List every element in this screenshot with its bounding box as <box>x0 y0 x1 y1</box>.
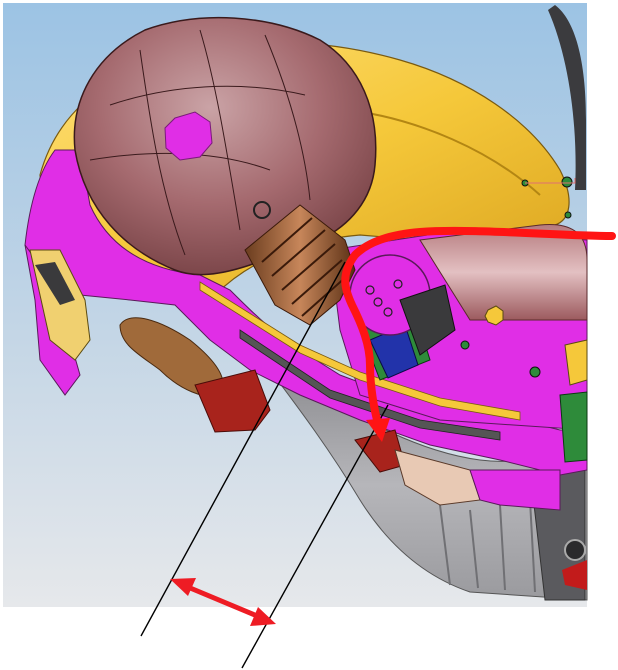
right-green-panel <box>559 391 588 463</box>
fastener-dot-3 <box>561 176 573 188</box>
dark-red-block-left <box>194 369 271 433</box>
right-latch <box>564 339 588 386</box>
gear-hole-4 <box>383 307 393 317</box>
housing-rib <box>439 499 536 593</box>
magenta-section-upper <box>24 149 588 476</box>
dimension-arrowhead-right <box>250 607 276 626</box>
fastener-dot-5 <box>564 211 572 219</box>
dimension-arrow-shaft <box>182 582 263 621</box>
neck-threads <box>261 217 348 317</box>
extension-line-left <box>140 261 346 637</box>
dome-small-hole <box>253 201 271 219</box>
gear-hole-2 <box>393 279 403 289</box>
red-flow-arrowhead <box>366 418 390 442</box>
pink-guide-line <box>525 178 576 184</box>
fastener-dot-2 <box>529 366 541 378</box>
magenta-bracket-right <box>469 469 561 511</box>
dark-gear-housing <box>399 284 456 356</box>
inner-dark-rail <box>239 329 501 441</box>
cream-bracket-left <box>394 449 481 506</box>
gear-hole-1 <box>365 285 375 295</box>
dimension-arrowhead-left <box>170 578 196 596</box>
yellow-octagon-fastener <box>484 305 504 326</box>
gear-hole-3 <box>373 297 383 307</box>
inner-yellow-rail <box>199 281 521 421</box>
dome-seam-1 <box>109 85 306 106</box>
dome-seam-4 <box>264 34 311 201</box>
housing-bolt <box>564 539 586 561</box>
red-flow-path <box>341 226 616 427</box>
housing-red-detail <box>562 560 587 590</box>
dome-seam-3 <box>199 29 241 231</box>
background-arm-arc <box>548 5 586 190</box>
yellow-shell-rim <box>349 109 541 196</box>
dome-seam-5 <box>139 49 186 256</box>
dome-magenta-octagon <box>164 111 213 161</box>
fastener-dot-1 <box>460 340 470 350</box>
left-grip-slot <box>35 262 75 305</box>
